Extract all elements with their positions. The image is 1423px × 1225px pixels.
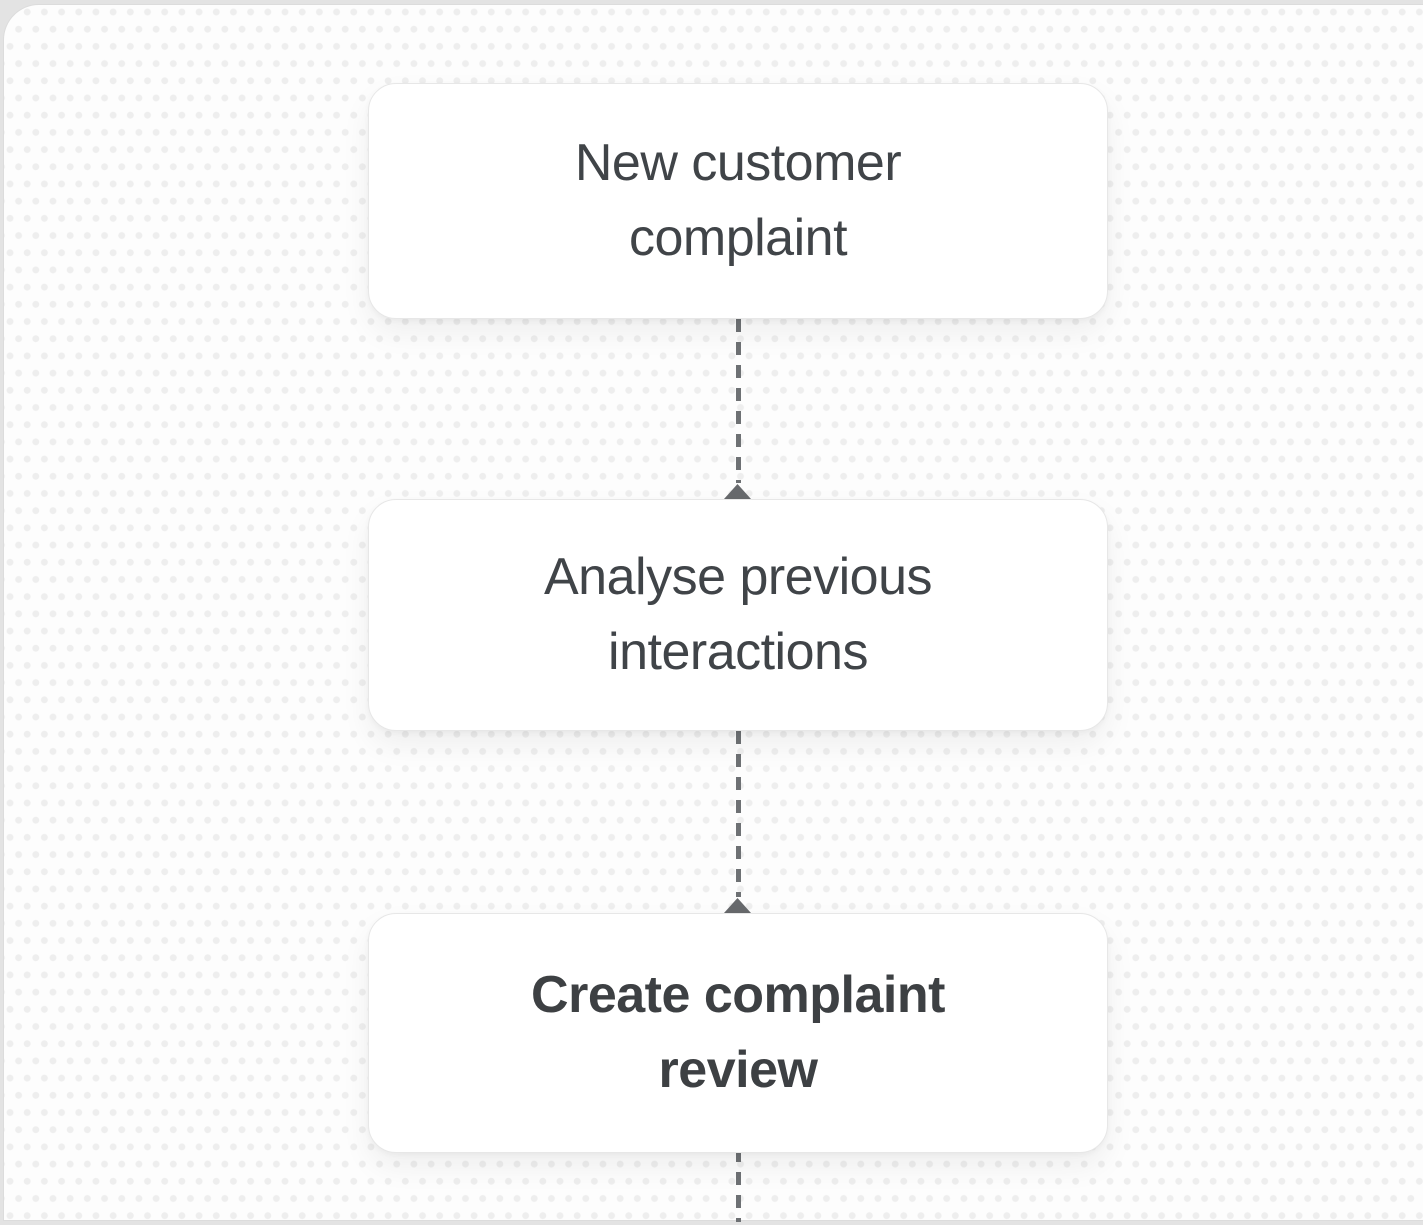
flow-node-new-customer-complaint[interactable]: New customer complaint <box>368 83 1108 319</box>
edge-arrowhead-icon <box>724 484 751 499</box>
flow-node-analyse-previous-interactions[interactable]: Analyse previous interactions <box>368 499 1108 731</box>
edge-arrowhead-icon <box>724 898 751 913</box>
flow-canvas[interactable]: New customer complaint Analyse previous … <box>3 4 1423 1222</box>
edge-node2-node3 <box>736 731 741 897</box>
node-label: Create complaint review <box>531 966 945 1099</box>
node-label: New customer complaint <box>574 134 902 267</box>
edge-node3-offscreen <box>736 1149 741 1222</box>
edge-node1-node2 <box>736 319 741 483</box>
flow-node-create-complaint-review[interactable]: Create complaint review <box>368 913 1108 1153</box>
node-label: Analyse previous interactions <box>544 548 933 681</box>
